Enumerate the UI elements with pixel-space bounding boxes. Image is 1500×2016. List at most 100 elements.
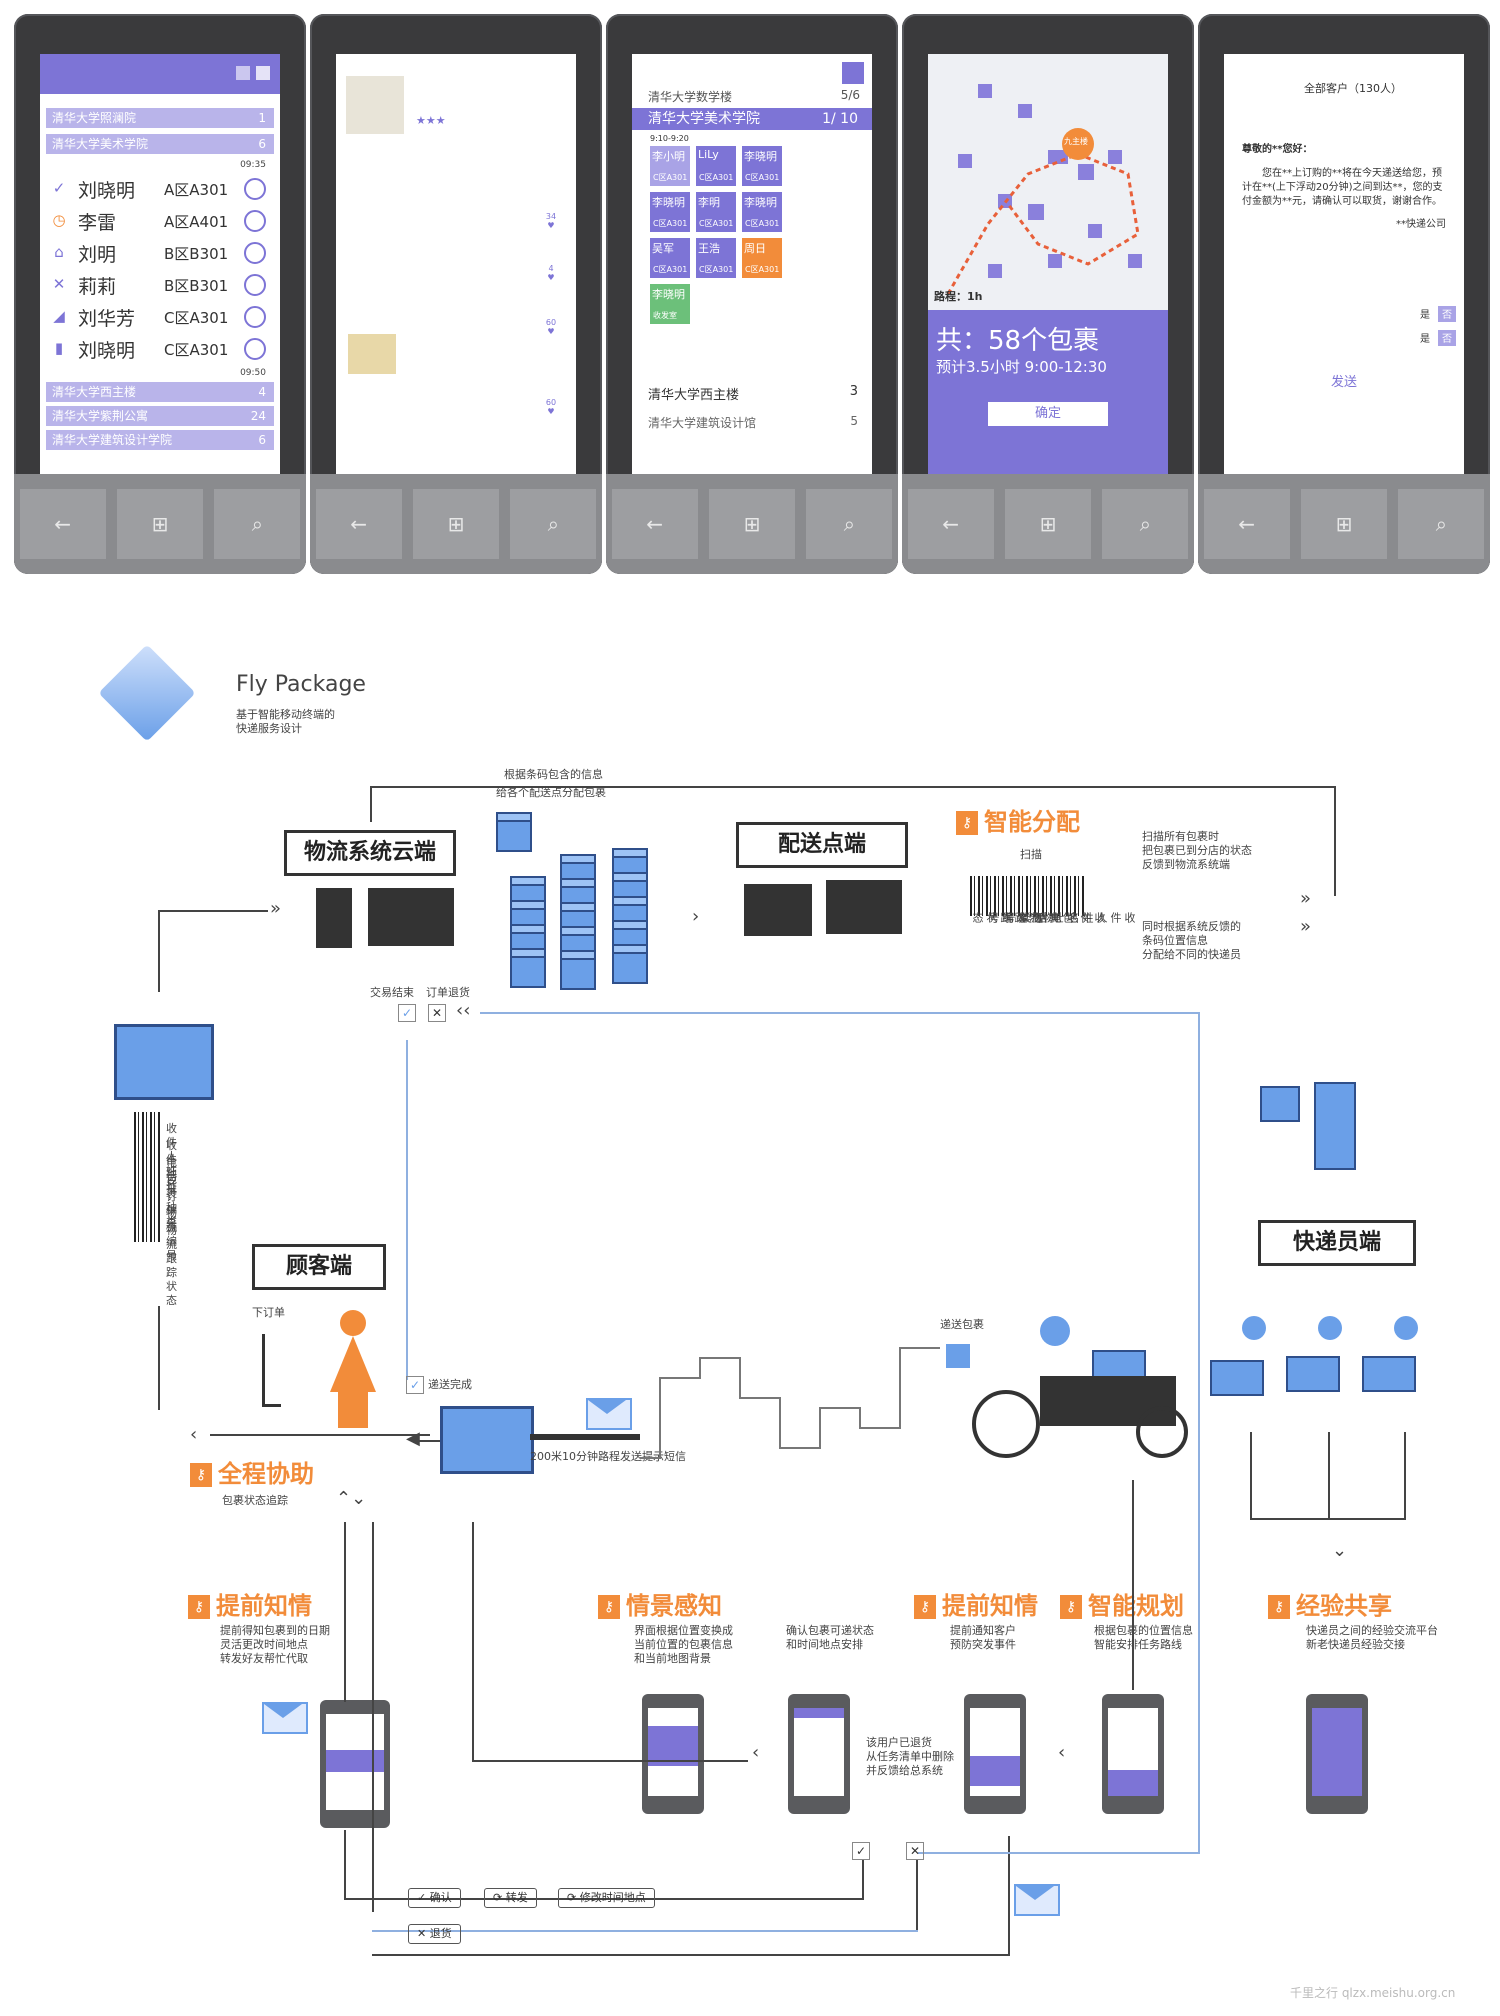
post-item[interactable]: 小徐 12:40 学院路与双清路交叉口每天16:00都有交车交个时间段，大家尽量… xyxy=(348,262,564,301)
post-item[interactable]: 老李 13:00 说快递的辛福之谈，学生中午午送，公司午上班时间送，小区传晚上送… xyxy=(348,210,564,249)
windows-icon[interactable]: ⊞ xyxy=(116,489,203,559)
building-label[interactable]: 清华大学建筑设计馆 xyxy=(648,416,757,430)
mini-phone-list xyxy=(788,1694,850,1814)
search-icon[interactable]: ⌕ xyxy=(510,489,597,559)
package-cell[interactable]: 李晓明收发室 xyxy=(650,284,690,324)
mini-phone-grid xyxy=(642,1694,704,1814)
total-packages: 共：58个包裹 xyxy=(936,326,1100,356)
building-label[interactable]: 清华大学西主楼 xyxy=(648,388,740,403)
windows-icon[interactable]: ⊞ xyxy=(1300,489,1387,559)
call-icon[interactable] xyxy=(244,338,266,360)
feature-context-awareness: ⚷情景感知 xyxy=(598,1586,722,1621)
close-icon[interactable]: ✕ xyxy=(906,1842,924,1860)
back-icon[interactable]: ← xyxy=(1203,489,1290,559)
back-icon[interactable]: ← xyxy=(19,489,106,559)
back-icon[interactable]: ← xyxy=(907,489,994,559)
package-field: 包裹种类 xyxy=(166,1173,177,1228)
like-icon[interactable]: 60♥ xyxy=(538,398,564,424)
return-button[interactable]: ✕ 退货 xyxy=(408,1924,461,1944)
back-icon[interactable]: ← xyxy=(315,489,402,559)
check-icon[interactable]: ✓ xyxy=(852,1842,870,1860)
modify-button[interactable]: ⟳ 修改时间地点 xyxy=(558,1888,655,1908)
recipient-field[interactable]: 全部客户（130人） xyxy=(1298,78,1448,100)
windows-icon[interactable]: ⊞ xyxy=(708,489,795,559)
search-icon[interactable]: ⌕ xyxy=(806,489,893,559)
post-item[interactable]: 老张 11:10 天气预报说今天有雨，大家出去送 60♥ xyxy=(348,396,564,425)
call-icon[interactable] xyxy=(244,210,266,232)
call-icon[interactable] xyxy=(244,306,266,328)
list-icon[interactable] xyxy=(236,66,250,80)
call-icon[interactable] xyxy=(244,274,266,296)
grid-icon[interactable] xyxy=(256,66,270,80)
back-icon[interactable]: ← xyxy=(611,489,698,559)
package-icon xyxy=(560,950,596,990)
chat-icon[interactable]: ☺ xyxy=(538,82,566,108)
search-icon[interactable]: ⌕ xyxy=(1102,489,1189,559)
route-map[interactable] xyxy=(928,54,1168,314)
flow-line xyxy=(370,786,372,822)
arrow-icon: » xyxy=(1300,888,1312,909)
call-icon[interactable] xyxy=(244,178,266,200)
grid-icon[interactable] xyxy=(842,62,864,84)
like-icon[interactable]: 34♥ xyxy=(538,212,564,238)
confirm-button[interactable]: 确定 xyxy=(988,402,1108,426)
flow-line xyxy=(1404,1432,1406,1520)
like-icon[interactable]: 4♥ xyxy=(538,264,564,290)
feature-full-assistance: ⚷全程协助 xyxy=(190,1454,314,1489)
flow-line xyxy=(1328,1432,1330,1520)
flow-line xyxy=(372,1522,374,1912)
scan-note: 扫描所有包裹时 把包裹已到分店的状态 反馈到物流系统端 xyxy=(1142,830,1252,871)
yes-toggle[interactable]: 是 xyxy=(1416,330,1434,346)
forward-button[interactable]: ⟳ 转发 xyxy=(484,1888,537,1908)
windows-icon[interactable]: ⊞ xyxy=(1004,489,1091,559)
no-toggle[interactable]: 否 xyxy=(1438,306,1456,322)
call-icon[interactable] xyxy=(244,242,266,264)
phone-nav: ← ⊞ ⌕ xyxy=(14,474,306,574)
search-icon[interactable]: ⌕ xyxy=(1398,489,1485,559)
add-icon[interactable]: + xyxy=(1436,108,1456,128)
post-item[interactable]: 小丽 11:30 紫荆公寓附近有个卸货用货的地方，大家有人时可以去那里中午吃饭。… xyxy=(348,316,564,374)
edit-icon[interactable]: ✎ xyxy=(1412,108,1432,128)
feature-experience-sharing: ⚷经验共享 xyxy=(1268,1586,1392,1621)
send-button[interactable]: 发送 xyxy=(1270,370,1418,396)
yes-toggle[interactable]: 是 xyxy=(1416,306,1434,322)
search-icon[interactable]: ⌕ xyxy=(214,489,301,559)
rating-stars: ★★★ xyxy=(412,114,450,127)
barcode-field: 包裹种类 xyxy=(1019,912,1074,923)
no-toggle[interactable]: 否 xyxy=(1438,330,1456,346)
message-body[interactable]: 尊敬的**您好： 您在**上订购的**将在今天递送给您，预计在**(上下浮动20… xyxy=(1234,132,1454,286)
grid-icon xyxy=(946,1344,970,1368)
check-icon[interactable]: ✓ xyxy=(398,1004,416,1022)
confirm-button[interactable]: ✓ 确认 xyxy=(408,1888,461,1908)
package-icon xyxy=(1314,1082,1356,1170)
package-field: 物流跟踪状态 xyxy=(166,1224,177,1307)
feature-smart-planning: ⚷智能规划 xyxy=(1060,1586,1184,1621)
close-icon[interactable]: ✕ xyxy=(428,1004,446,1022)
windows-icon[interactable]: ⊞ xyxy=(412,489,499,559)
check-icon: ✓ xyxy=(406,1376,424,1394)
like-icon[interactable]: 60♥ xyxy=(538,318,564,344)
flow-line xyxy=(480,1012,1200,1014)
